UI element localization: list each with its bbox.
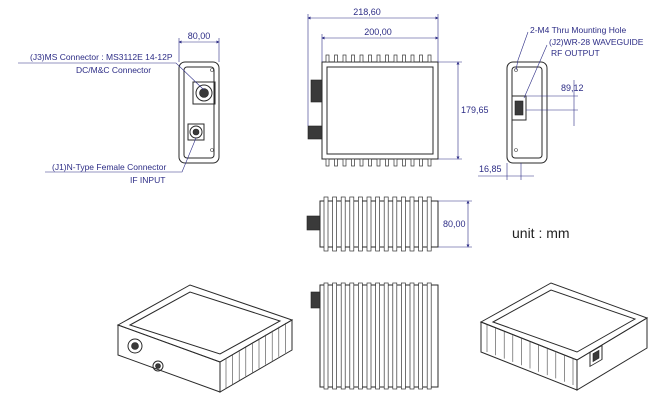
heatsink-fin	[351, 158, 355, 167]
heatsink-fin	[376, 54, 381, 63]
heatsink-fin	[419, 54, 423, 63]
mounting-hole-label: 2-M4 Thru Mounting Hole	[530, 25, 626, 35]
heatsink-fin	[402, 54, 406, 63]
heatsink-fin	[376, 158, 381, 167]
heatsink-fin	[426, 196, 432, 252]
unit-label: unit : mm	[512, 225, 570, 241]
heatsink-fin	[375, 196, 380, 252]
heatsink-fin	[359, 54, 364, 63]
body-length-dim: 200,00	[364, 27, 392, 37]
heatsink-fin	[340, 196, 346, 252]
heatsink-fin	[410, 54, 415, 63]
heatsink-fin	[427, 158, 432, 167]
heatsink-fin	[409, 196, 415, 252]
heatsink-fin	[385, 158, 389, 167]
overall-length-dim: 218,60	[353, 7, 381, 17]
heatsink-fin	[340, 282, 346, 390]
heatsink-fin	[401, 282, 406, 390]
heatsink-fin	[358, 196, 363, 252]
heatsink-fin	[426, 282, 432, 390]
heatsink-fin	[427, 54, 432, 63]
heatsink-fin	[383, 282, 389, 390]
side-height-dim: 80,00	[443, 219, 466, 229]
heatsink-fin	[392, 282, 398, 390]
heatsink-fin	[368, 54, 372, 63]
j3-function-label: DC/M&C Connector	[76, 65, 151, 75]
j2-function-label: RF OUTPUT	[551, 48, 600, 58]
bottom-view	[310, 282, 439, 390]
heatsink-fin	[323, 282, 329, 390]
right-end-view: 89,12 16,85 2-M4 Thru Mounting Hole (J2)…	[478, 25, 644, 180]
heatsink-fin	[419, 158, 423, 167]
heatsink-fin	[325, 54, 330, 63]
isometric-rear-view	[479, 282, 649, 391]
heatsink-fin	[418, 196, 423, 252]
heatsink-fin	[418, 282, 423, 390]
heatsink-fin	[334, 158, 338, 167]
iso-waveguide-icon	[589, 344, 603, 368]
heatsink-fin	[334, 54, 338, 63]
n-type-connector-icon	[187, 123, 205, 141]
heatsink-fin	[332, 196, 337, 252]
heatsink-fin	[366, 282, 372, 390]
heatsink-fin	[342, 54, 347, 63]
j2-connector-label: (J2)WR-28 WAVEGUIDE	[549, 37, 644, 47]
heatsink-fin	[358, 282, 363, 390]
heatsink-fin	[375, 282, 380, 390]
waveguide-height-dim: 89,12	[561, 83, 584, 93]
isometric-front-view	[116, 284, 294, 393]
left-view-width-dim: 80,00	[188, 31, 211, 41]
heatsink-fin	[368, 158, 372, 167]
heatsink-fin	[401, 196, 406, 252]
heatsink-fin	[323, 196, 329, 252]
heatsink-fin	[325, 158, 330, 167]
heatsink-fin	[349, 196, 355, 252]
heatsink-fin	[385, 54, 389, 63]
heatsink-fin	[393, 54, 398, 63]
heatsink-fin	[393, 158, 398, 167]
heatsink-fin	[409, 282, 415, 390]
heatsink-fin	[349, 282, 355, 390]
iso-connector-icon	[127, 338, 164, 372]
heatsink-fin	[359, 158, 364, 167]
waveguide-flange-icon	[511, 95, 527, 121]
j1-function-label: IF INPUT	[130, 175, 165, 185]
heatsink-fin	[342, 158, 347, 167]
heatsink-fin	[332, 282, 337, 390]
body-height-dim: 179,65	[461, 105, 489, 115]
heatsink-fin	[351, 54, 355, 63]
left-end-view: 80,00 (J3)MS Connector : MS3112E 14-12P …	[18, 31, 220, 185]
heatsink-fin	[366, 196, 372, 252]
heatsink-fin	[383, 196, 389, 252]
top-view: 218,60 200,00 179,65	[307, 7, 489, 167]
heatsink-fin	[392, 196, 398, 252]
j3-connector-label: (J3)MS Connector : MS3112E 14-12P	[30, 52, 173, 62]
heatsink-fin	[402, 158, 406, 167]
j1-connector-label: (J1)N-Type Female Connector	[52, 162, 166, 172]
side-view: 80,00	[306, 196, 472, 252]
ms-connector-icon	[192, 81, 216, 105]
waveguide-offset-dim: 16,85	[479, 164, 502, 174]
heatsink-fin	[410, 158, 415, 167]
